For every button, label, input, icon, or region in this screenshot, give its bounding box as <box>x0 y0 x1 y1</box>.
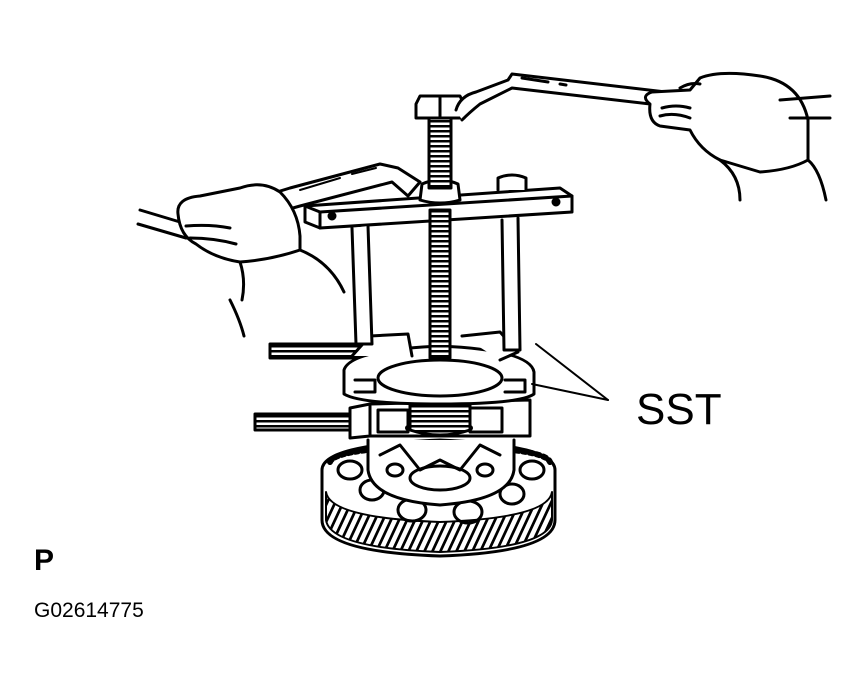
sst-leader-lines <box>531 343 609 401</box>
upper-clamp <box>268 330 536 406</box>
differential-case <box>366 438 516 507</box>
right-hand <box>644 71 832 202</box>
left-hand <box>176 183 346 338</box>
view-letter: P <box>34 544 55 577</box>
sst-callout-label: SST <box>636 385 722 434</box>
lower-clamp <box>253 398 532 440</box>
puller-legs <box>350 216 522 352</box>
figure-id: G02614775 <box>34 599 144 622</box>
forcing-screw <box>414 94 466 360</box>
